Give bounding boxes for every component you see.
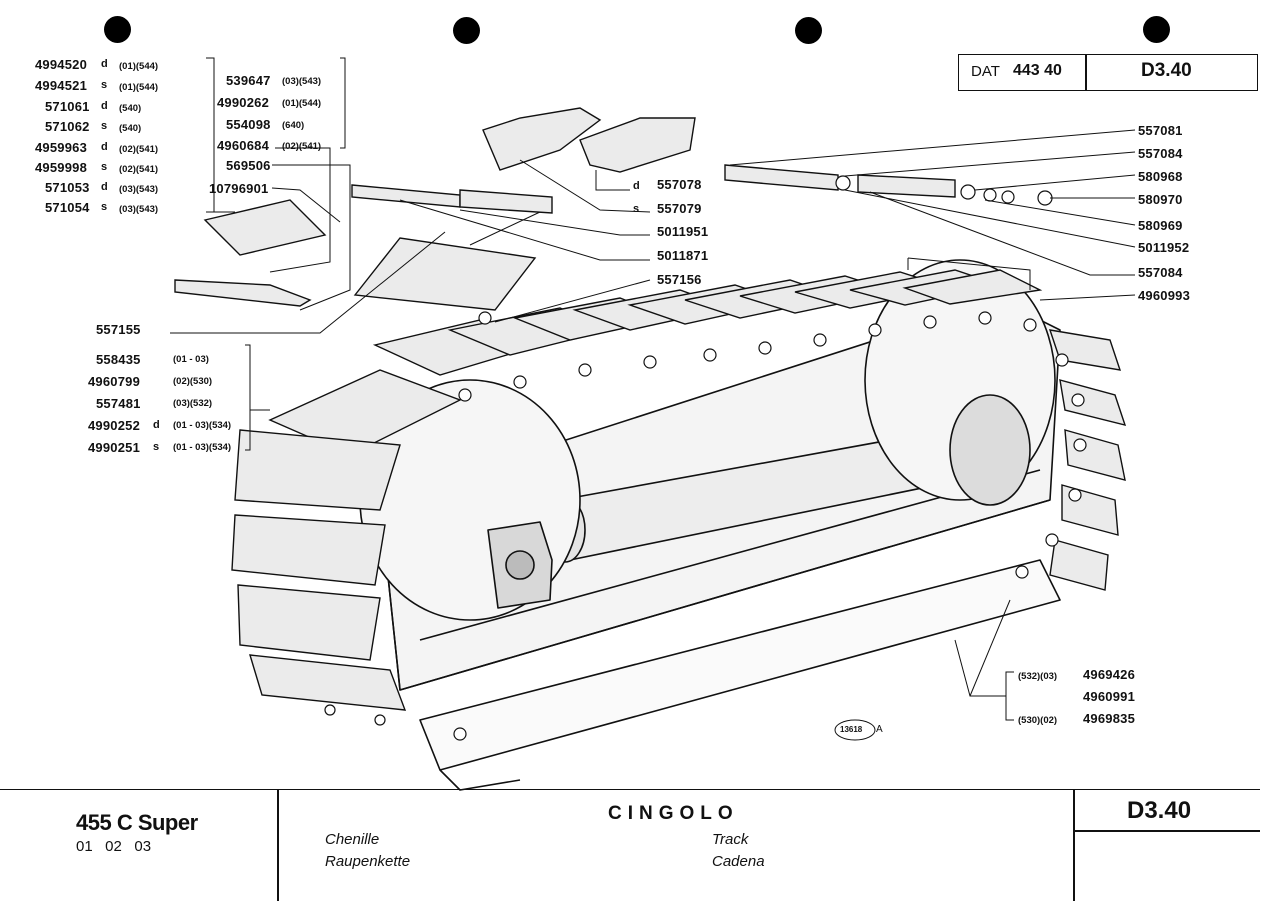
header-page-code: D3.40 (1141, 60, 1192, 81)
part-code: 554098 (226, 117, 271, 132)
part-code: 4990251 (88, 440, 141, 455)
part-code: 569506 (226, 158, 271, 173)
part-side: s (633, 203, 640, 215)
part-note: (01 - 03)(534) (173, 420, 232, 431)
part-code: 571053 (45, 180, 90, 195)
part-note: (03)(532) (173, 398, 213, 409)
part-code: 557481 (96, 396, 141, 411)
part-code: 5011871 (657, 248, 709, 263)
punch-hole (795, 17, 822, 44)
part-code: 580969 (1138, 218, 1183, 233)
part-note: (532)(03) (1018, 671, 1058, 682)
part-code: 580970 (1138, 192, 1183, 207)
part-note: (02)(541) (119, 144, 159, 155)
part-note: (01 - 03)(534) (173, 442, 232, 453)
part-note: (02)(530) (173, 376, 213, 387)
part-code: 557156 (657, 272, 702, 287)
part-note: (640) (282, 120, 305, 131)
part-note: (03)(543) (119, 204, 159, 215)
part-note: (02)(541) (282, 141, 322, 152)
title-german: Raupenkette (325, 853, 411, 870)
dat-number: 443 40 (1013, 62, 1062, 79)
part-note: (02)(541) (119, 164, 159, 175)
part-side: s (153, 441, 160, 453)
part-code: 4994520 (35, 57, 88, 72)
part-code-single: 557155 (96, 322, 141, 337)
part-side: d (101, 58, 108, 70)
part-code: 4969426 (1083, 667, 1136, 682)
part-note: (540) (119, 123, 142, 134)
part-side: d (153, 419, 160, 431)
part-note: (01)(544) (282, 98, 322, 109)
part-code: 4959963 (35, 140, 88, 155)
part-side: s (101, 79, 108, 91)
part-code: 4990262 (217, 95, 270, 110)
part-code: 4994521 (35, 78, 88, 93)
part-note: (03)(543) (119, 184, 159, 195)
part-note: (540) (119, 103, 142, 114)
part-code: 4960799 (88, 374, 141, 389)
header-box: DAT 443 40 D3.40 (958, 54, 1258, 91)
part-code: 571062 (45, 119, 90, 134)
part-note: (01)(544) (119, 61, 159, 72)
part-code: 539647 (226, 73, 271, 88)
footer-page-code: D3.40 (1127, 797, 1192, 824)
title-spanish: Cadena (712, 853, 765, 870)
footer: 455 C Super 01 02 03 CINGOLO Chenille Ra… (0, 789, 1260, 901)
part-code: 4990252 (88, 418, 141, 433)
part-code: 4960991 (1083, 689, 1136, 704)
part-code: 571054 (45, 200, 90, 215)
part-note: (01)(544) (119, 82, 159, 93)
part-code: 4969835 (1083, 711, 1136, 726)
part-note: (03)(543) (282, 76, 322, 87)
part-code: 558435 (96, 352, 141, 367)
part-code: 580968 (1138, 169, 1183, 184)
part-code: 557081 (1138, 123, 1183, 138)
title-italian: CINGOLO (608, 803, 739, 824)
part-side: s (101, 161, 108, 173)
part-code: 4960993 (1138, 288, 1191, 303)
title-english: Track (712, 831, 749, 848)
model-versions: 01 02 03 (76, 838, 152, 855)
part-code: 557084 (1138, 265, 1183, 280)
part-side: d (101, 100, 108, 112)
part-code: 4960684 (217, 138, 270, 153)
part-code: 10796901 (209, 181, 269, 196)
punch-hole (453, 17, 480, 44)
punch-hole (104, 16, 131, 43)
part-side: d (101, 141, 108, 153)
part-code: 5011951 (657, 224, 709, 239)
part-side: s (101, 120, 108, 132)
title-french: Chenille (325, 831, 380, 848)
part-code: 4959998 (35, 160, 88, 175)
dat-label: DAT (971, 63, 1000, 80)
part-code: 557079 (657, 201, 702, 216)
drawing-ref-suffix: A (876, 724, 883, 735)
part-note: (01 - 03) (173, 354, 209, 365)
drawing-ref: 13618 (840, 725, 863, 734)
part-side: d (633, 180, 640, 192)
part-code: 5011952 (1138, 240, 1190, 255)
punch-hole (1143, 16, 1170, 43)
part-code: 557078 (657, 177, 702, 192)
part-side: d (101, 181, 108, 193)
part-note: (530)(02) (1018, 715, 1058, 726)
part-code: 571061 (45, 99, 90, 114)
part-side: s (101, 201, 108, 213)
part-code: 557084 (1138, 146, 1183, 161)
model-name: 455 C Super (76, 810, 198, 835)
